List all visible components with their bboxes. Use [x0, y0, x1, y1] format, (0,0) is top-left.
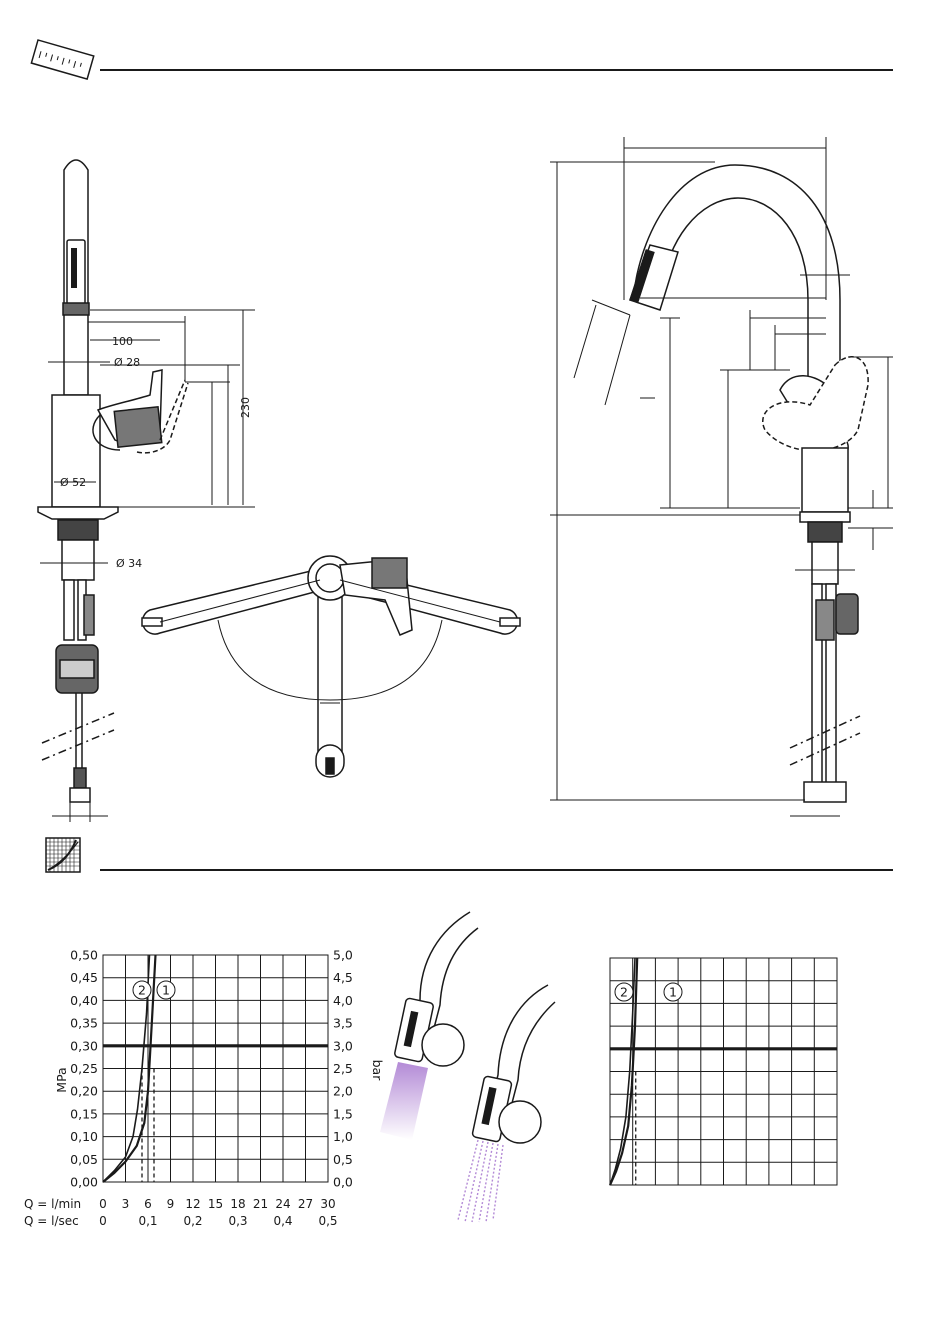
series-label-2: 2: [620, 985, 628, 1000]
y-left-tick-label: 0,00: [70, 1175, 98, 1190]
chart-1-ylabel-right: bar: [370, 1060, 385, 1082]
spray-mode-shower: [458, 985, 555, 1222]
x-row2-tick-label: 0: [99, 1214, 107, 1228]
dim-spout-diameter: Ø 28: [114, 356, 140, 369]
y-right-tick-label: 3,5: [333, 1016, 353, 1031]
x-row1-tick-label: 9: [167, 1197, 175, 1211]
x-row1-tick-label: 21: [253, 1197, 268, 1211]
x-row1-tick-label: 0: [99, 1197, 107, 1211]
y-left-tick-label: 0,25: [70, 1061, 98, 1076]
x-row1-tick-label: 3: [122, 1197, 130, 1211]
chart-1-x-row2-ticks: 0 0,1 0,2 0,3 0,4 0,5: [99, 1214, 337, 1228]
x-row1-tick-label: 24: [275, 1197, 290, 1211]
y-left-tick-label: 0,35: [70, 1016, 98, 1031]
y-right-tick-label: 5,0: [333, 948, 353, 963]
y-right-tick-label: 2,5: [333, 1061, 353, 1076]
x-row2-tick-label: 0,3: [228, 1214, 247, 1228]
dim-body-diameter: Ø 52: [60, 476, 86, 489]
y-right-tick-label: 0,5: [333, 1152, 353, 1167]
flow-chart-icon: [46, 838, 80, 872]
y-right-tick-label: 2,0: [333, 1084, 353, 1099]
x-row1-tick-label: 6: [144, 1197, 152, 1211]
series-label-1: 1: [162, 983, 170, 998]
y-left-tick-label: 0,30: [70, 1038, 98, 1053]
chart-1-x-row1-label: Q = l/min: [24, 1197, 81, 1211]
x-row1-tick-label: 30: [320, 1197, 335, 1211]
chart-1-x-row2-label: Q = l/sec: [24, 1214, 79, 1228]
y-left-tick-label: 0,15: [70, 1106, 98, 1121]
y-right-tick-label: 1,0: [333, 1129, 353, 1144]
x-row1-tick-label: 18: [230, 1197, 245, 1211]
faucet-front-view: [630, 165, 868, 802]
x-row2-tick-label: 0,5: [318, 1214, 337, 1228]
faucet-top-view: [142, 556, 520, 777]
flow-chart-2: 12: [610, 958, 837, 1185]
chart-1-y-left-ticks: 0,00 0,05 0,10 0,15 0,20 0,25 0,30 0,35 0,40 0,45…: [70, 948, 98, 1190]
x-row2-tick-label: 0,4: [273, 1214, 292, 1228]
y-right-tick-label: 0,0: [333, 1175, 353, 1190]
ruler-icon: [31, 40, 93, 79]
chart-1-y-right-ticks: 0,0 0,5 1,0 1,5 2,0 2,5 3,0 3,5 4,0 4,5 5,0: [333, 948, 353, 1190]
chart-2-series-labels: 12: [615, 983, 682, 1001]
chart-2-grid: [610, 958, 837, 1185]
y-left-tick-label: 0,10: [70, 1129, 98, 1144]
y-right-tick-label: 4,5: [333, 970, 353, 985]
x-row2-tick-label: 0,1: [138, 1214, 157, 1228]
y-left-tick-label: 0,20: [70, 1084, 98, 1099]
y-left-tick-label: 0,45: [70, 970, 98, 985]
x-row1-tick-label: 15: [208, 1197, 223, 1211]
chart-1-ylabel-left: MPa: [54, 1067, 69, 1092]
dim-shank-diameter: Ø 34: [116, 557, 142, 570]
series-label-2: 2: [138, 983, 146, 998]
dim-spout-reach: 100: [112, 335, 133, 348]
spray-mode-laminar: [380, 912, 478, 1140]
dim-height: 230: [239, 397, 252, 418]
y-right-tick-label: 1,5: [333, 1106, 353, 1121]
y-left-tick-label: 0,05: [70, 1152, 98, 1167]
y-left-tick-label: 0,40: [70, 993, 98, 1008]
x-row2-tick-label: 0,2: [183, 1214, 202, 1228]
y-right-tick-label: 3,0: [333, 1038, 353, 1053]
y-left-tick-label: 0,50: [70, 948, 98, 963]
x-row1-tick-label: 27: [298, 1197, 313, 1211]
flow-chart-1: 12 0,000,050,100,150,200,250,300,350,400…: [24, 948, 385, 1229]
y-right-tick-label: 4,0: [333, 993, 353, 1008]
x-row1-tick-label: 12: [185, 1197, 200, 1211]
series-label-1: 1: [669, 985, 677, 1000]
